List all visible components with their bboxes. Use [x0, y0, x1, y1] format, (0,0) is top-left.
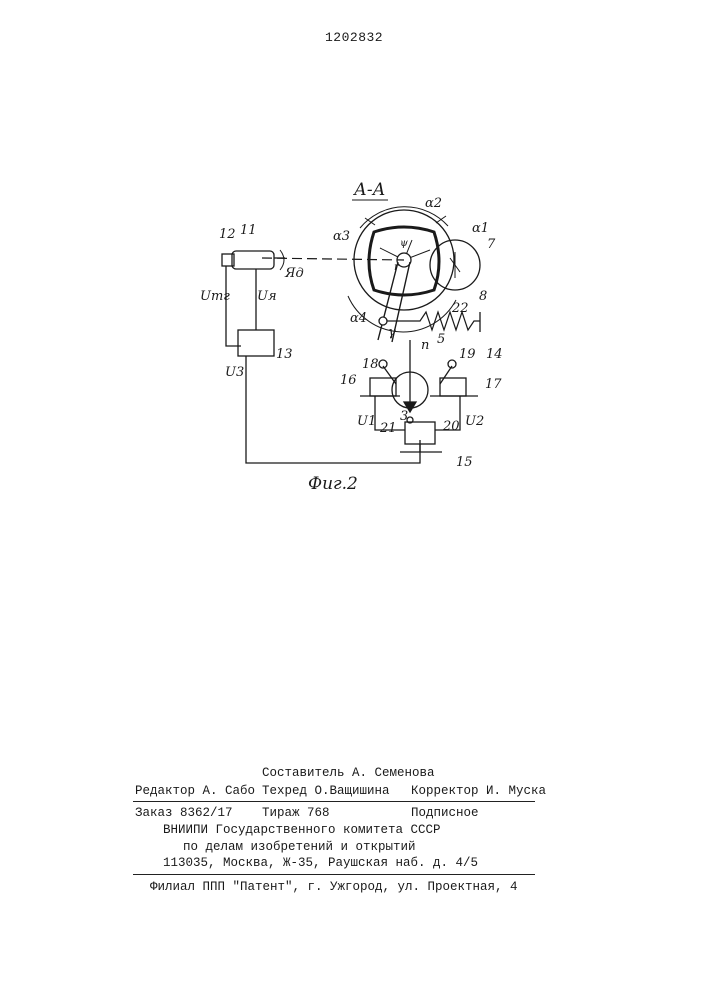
- svg-text:21: 21: [379, 421, 397, 436]
- svg-text:18: 18: [362, 357, 379, 372]
- circulation: Тираж 768: [262, 806, 330, 820]
- svg-text:U2: U2: [465, 414, 484, 429]
- divider-2: [133, 874, 535, 875]
- svg-text:16: 16: [340, 373, 357, 388]
- block-13: [238, 330, 274, 356]
- svg-text:U1: U1: [357, 414, 376, 429]
- svg-text:5: 5: [437, 332, 445, 347]
- institute: ВНИИПИ Государственного комитета СССР: [163, 823, 441, 837]
- svg-text:3: 3: [400, 409, 408, 424]
- svg-text:α4: α4: [350, 311, 367, 326]
- institute-dept: по делам изобретений и открытий: [183, 840, 416, 854]
- svg-text:α3: α3: [333, 229, 350, 244]
- svg-text:Яд: Яд: [284, 266, 304, 281]
- svg-text:n: n: [421, 338, 429, 353]
- svg-text:11: 11: [240, 223, 257, 238]
- section-label: А-А: [353, 180, 386, 200]
- svg-text:U3: U3: [225, 365, 244, 380]
- svg-text:γ: γ: [388, 325, 396, 340]
- figure-caption: Фиг.2: [308, 474, 358, 494]
- svg-text:8: 8: [479, 289, 487, 304]
- editor: Редактор А. Сабо: [135, 784, 255, 798]
- techred: Техред О.Ващишина: [262, 784, 390, 798]
- corrector: Корректор И. Муска: [411, 784, 546, 798]
- svg-text:22: 22: [451, 301, 469, 316]
- branch: Филиал ППП "Патент", г. Ужгород, ул. Про…: [150, 880, 518, 894]
- svg-text:α1: α1: [472, 221, 489, 236]
- svg-text:15: 15: [456, 455, 473, 470]
- svg-text:ψ: ψ: [400, 238, 408, 249]
- compiler: Составитель А. Семенова: [262, 766, 435, 780]
- svg-text:12: 12: [219, 227, 236, 242]
- svg-text:Uя: Uя: [257, 289, 277, 304]
- svg-text:13: 13: [276, 347, 293, 362]
- svg-text:19: 19: [459, 347, 476, 362]
- svg-text:20: 20: [442, 419, 460, 434]
- divider-1: [133, 801, 535, 802]
- svg-text:17: 17: [485, 377, 502, 392]
- svg-text:Uтг: Uтг: [200, 289, 230, 304]
- svg-text:14: 14: [486, 347, 503, 362]
- motor-11: [232, 251, 274, 269]
- svg-text:α2: α2: [425, 196, 442, 211]
- order-number: Заказ 8362/17: [135, 806, 233, 820]
- address: 113035, Москва, Ж-35, Раушская наб. д. 4…: [163, 856, 478, 870]
- subscription: Подписное: [411, 806, 479, 820]
- svg-text:7: 7: [487, 237, 496, 252]
